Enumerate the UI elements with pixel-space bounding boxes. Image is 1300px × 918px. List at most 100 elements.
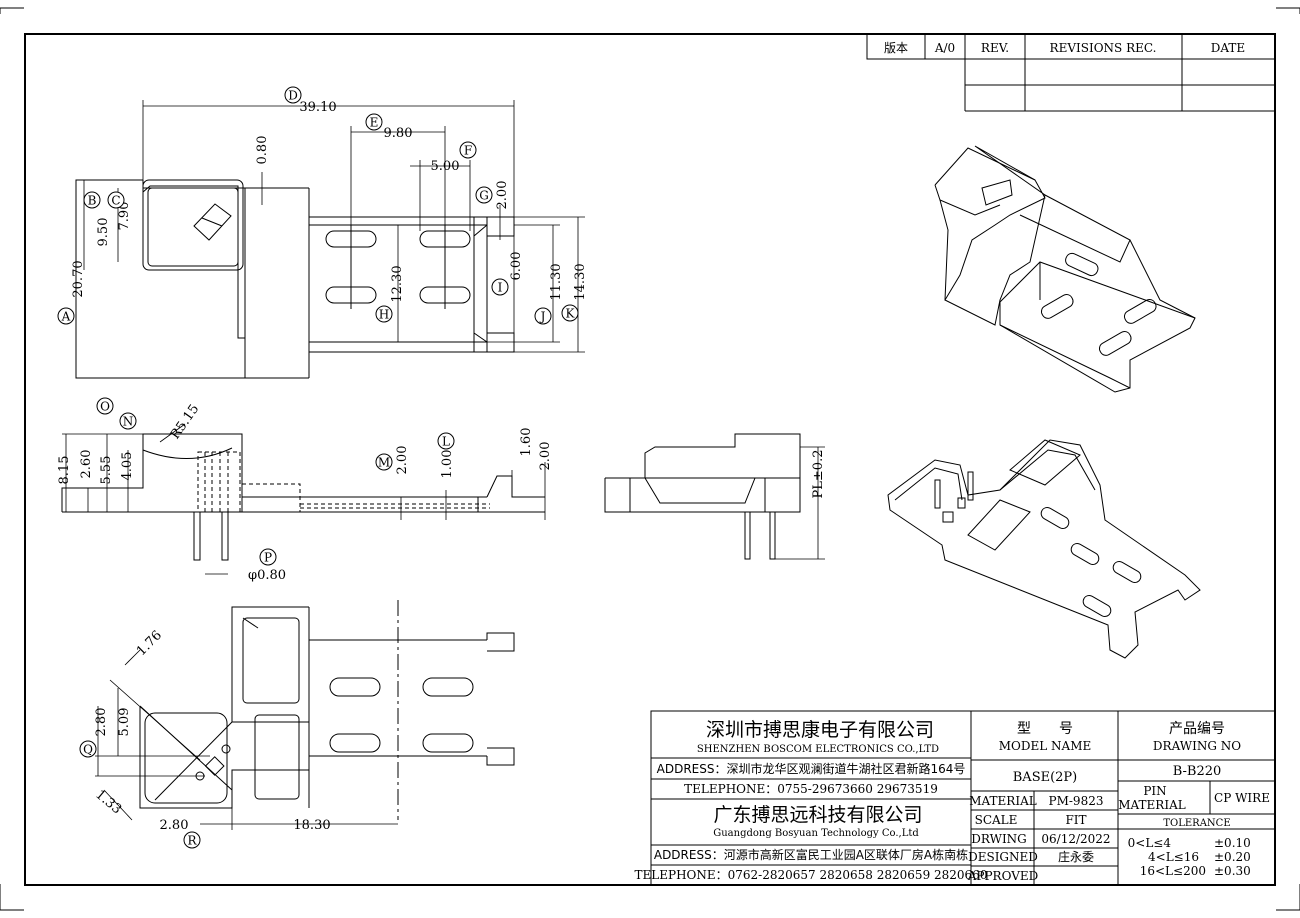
dim-39-10: 39.10 — [299, 100, 336, 115]
dim-7-90: 7.90 — [117, 202, 132, 231]
revision-rev-label: REV. — [981, 41, 1009, 55]
balloon-letter-d: D — [288, 89, 298, 103]
balloon-circle-j — [534, 307, 552, 325]
balloon-letter-b: B — [88, 194, 97, 208]
tolerance-value-3: ±0.30 — [1214, 864, 1251, 878]
tolerance-range-2: 4<L≤16 — [1148, 850, 1199, 864]
balloon-letter-o: O — [100, 400, 110, 414]
balloon-circle-h — [375, 305, 393, 323]
dim-5-55: 5.55 — [99, 456, 114, 485]
dim-2-60: 2.60 — [79, 450, 94, 479]
balloon-letter-n: N — [123, 415, 134, 429]
balloon-circle-r — [183, 831, 201, 849]
balloon-letter-i: I — [498, 281, 503, 295]
dim-12-30: 12.30 — [390, 265, 405, 302]
balloon-letter-g: G — [479, 189, 489, 203]
model-name-value: BASE(2P) — [1013, 770, 1078, 785]
top-view — [75, 179, 515, 379]
material-value: PM-9823 — [1049, 794, 1104, 808]
tolerance-range-1: 0<L≤4 — [1128, 836, 1172, 850]
dim-2-80-v: 2.80 — [94, 708, 109, 737]
bottom-view-dim-lines — [95, 649, 398, 830]
drawing-no-value: B-B220 — [1173, 764, 1222, 779]
dim-2-00-top: 2.00 — [495, 181, 510, 210]
dim-4-05: 4.05 — [120, 452, 135, 481]
dim-9-50: 9.50 — [96, 218, 111, 247]
balloon-letter-p: P — [264, 551, 272, 565]
dim-pl: PL±0.2 — [811, 450, 826, 499]
approved-label: APPROVED — [967, 869, 1039, 883]
dim-11-30: 11.30 — [549, 263, 564, 300]
tolerance-range-3: 16<L≤200 — [1140, 864, 1206, 878]
tolerance-value-2: ±0.20 — [1214, 850, 1251, 864]
balloon-circle-f — [459, 141, 477, 159]
dim-phi0-80: φ0.80 — [248, 568, 286, 583]
dim-5-00: 5.00 — [431, 159, 460, 174]
revision-date-label: DATE — [1211, 41, 1245, 55]
dim-1-33: 1.33 — [92, 787, 124, 817]
balloon-letter-q: Q — [83, 743, 93, 757]
balloon-circle-n — [119, 412, 137, 430]
dim-1-76: 1.76 — [134, 628, 165, 659]
designed-value: 庄永委 — [1058, 849, 1094, 864]
sheet-border — [24, 33, 1276, 886]
balloon-circle-e — [365, 113, 383, 131]
balloon-letter-k: K — [566, 307, 576, 321]
balloon-letter-c: C — [111, 194, 120, 208]
tolerance-label: TOLERANCE — [1163, 818, 1230, 829]
balloon-letter-e: E — [370, 116, 379, 130]
title-block-grid — [650, 710, 1276, 886]
dim-1-00: 1.00 — [440, 450, 455, 479]
balloon-circle-c — [107, 191, 125, 209]
company2-address: ADDRESS：河源市高新区富民工业园A区联体厂房A栋南栋 — [654, 847, 968, 862]
model-name-cn-label: 型 号 — [1017, 721, 1073, 737]
revision-records-label: REVISIONS REC. — [1050, 41, 1157, 55]
dim-5-09: 5.09 — [117, 708, 132, 737]
side-view — [61, 433, 545, 561]
balloon-circle-o — [96, 397, 114, 415]
balloon-circle-p — [259, 548, 277, 566]
company2-en-name: Guangdong Bosyuan Technology Co.,Ltd — [713, 828, 919, 839]
dim-2-80-h: 2.80 — [160, 818, 189, 833]
dim-8-15: 8.15 — [57, 456, 72, 485]
isometric-view-bottom — [887, 439, 1201, 659]
company-telephone: TELEPHONE：0755-29673660 29673519 — [684, 782, 938, 796]
drawing-date-label: DRWING — [971, 832, 1027, 846]
end-view-dim-lines — [775, 446, 825, 560]
pin-material-label-2: MATERIAL — [1118, 798, 1186, 812]
company-cn-name: 深圳市搏思康电子有限公司 — [706, 719, 934, 741]
revision-table — [866, 33, 1276, 112]
balloon-circle-g — [475, 186, 493, 204]
balloon-letter-f: F — [464, 144, 472, 158]
top-view-dim-lines — [75, 100, 585, 378]
balloon-letter-l: L — [442, 435, 450, 449]
dim-14-30: 14.30 — [573, 263, 588, 300]
balloon-letter-r: R — [187, 834, 197, 848]
dim-2-00-mid: 2.00 — [395, 446, 410, 475]
revision-version-value: A/0 — [934, 41, 955, 55]
balloon-circle-d — [284, 86, 302, 104]
corner-marks — [0, 7, 1300, 911]
dim-6-00: 6.00 — [509, 252, 524, 281]
drawing-date-value: 06/12/2022 — [1041, 832, 1110, 846]
balloon-letter-h: H — [379, 308, 389, 322]
drawing-no-cn-label: 产品编号 — [1169, 721, 1225, 737]
dim-1-60: 1.60 — [519, 428, 534, 457]
drawing-no-en-label: DRAWING NO — [1153, 739, 1241, 753]
company-address: ADDRESS：深圳市龙华区观澜街道牛湖社区君新路164号 — [657, 761, 966, 776]
bottom-view — [139, 600, 515, 820]
pin-material-value: CP WIRE — [1214, 791, 1270, 805]
model-name-en-label: MODEL NAME — [999, 739, 1092, 753]
end-view — [604, 433, 801, 560]
dim-9-80: 9.80 — [384, 126, 413, 141]
balloon-circle-m — [375, 453, 393, 471]
designed-label: DESIGNED — [968, 850, 1038, 864]
company2-cn-name: 广东搏思远科技有限公司 — [713, 804, 922, 826]
revision-version-label: 版本 — [884, 41, 908, 55]
company-en-name: SHENZHEN BOSCOM ELECTRONICS CO.,LTD — [697, 744, 939, 755]
scale-label: SCALE — [975, 813, 1018, 827]
isometric-view-top — [934, 145, 1196, 393]
material-label: MATERIAL — [969, 794, 1037, 808]
